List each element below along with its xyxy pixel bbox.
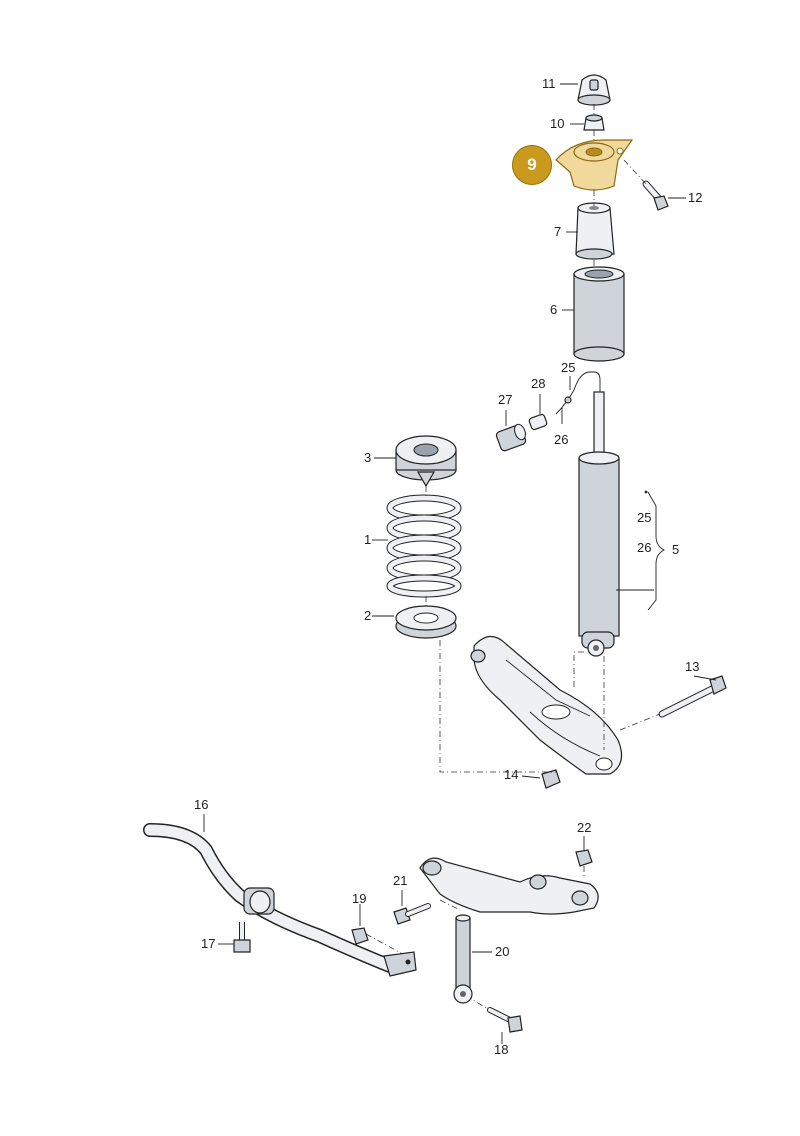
part-label-12: 12 [688, 190, 703, 205]
part-label-14: 14 [504, 767, 519, 782]
part-label-21: 21 [393, 873, 408, 888]
part-1-coil-spring [386, 494, 462, 598]
part-label-28: 28 [531, 376, 546, 391]
part-label-3: 3 [364, 450, 372, 465]
part-28-connector [528, 413, 548, 431]
part-label-5: 5 [672, 542, 680, 557]
part-13-long-bolt [658, 675, 727, 718]
part-19-nut [351, 927, 369, 945]
part-label-27: 27 [498, 392, 513, 407]
part-9-strut-mount [555, 139, 634, 191]
part-label-25-bracket: 25 [637, 510, 652, 525]
part-17-bolt [233, 922, 251, 953]
upper-control-arm [419, 857, 599, 915]
part-14-nut [541, 769, 561, 789]
part-21-bolt [393, 903, 431, 925]
stabilizer-bushing [243, 887, 275, 915]
highlighted-part-badge: 9 [512, 145, 552, 185]
part-label-11: 11 [542, 76, 556, 91]
part-label-16: 16 [194, 797, 209, 812]
part-25-26-sensor-wire [555, 371, 591, 415]
part-label-6: 6 [550, 302, 558, 317]
part-label-10: 10 [550, 116, 565, 131]
part-label-13: 13 [685, 659, 700, 674]
part-16-stabilizer-bar [143, 823, 417, 977]
part-2-lower-spring-seat [395, 605, 457, 639]
group-5-bracket [647, 491, 666, 611]
part-label-20: 20 [495, 944, 510, 959]
part-label-26-bracket: 26 [637, 540, 652, 555]
part-label-18: 18 [494, 1042, 509, 1057]
part-18-bolt [487, 1007, 523, 1033]
part-11-cap [577, 74, 611, 106]
leader-lines [203, 83, 717, 1044]
part-3-upper-spring-seat [395, 435, 457, 488]
assembly-lines [365, 104, 661, 1011]
lower-control-arm [470, 635, 623, 775]
part-label-19: 19 [352, 891, 367, 906]
part-22-nut [575, 849, 593, 867]
part-10-nut [583, 114, 605, 131]
part-label-2: 2 [364, 608, 372, 623]
part-5-shock-absorber [578, 371, 620, 657]
part-27-sleeve [495, 423, 527, 452]
part-7-bump-stop [575, 202, 615, 260]
part-12-bolt [642, 180, 669, 211]
part-label-1: 1 [364, 532, 372, 547]
part-label-26-top: 26 [554, 432, 569, 447]
part-label-7: 7 [554, 224, 562, 239]
part-label-22: 22 [577, 820, 592, 835]
part-label-17: 17 [201, 936, 216, 951]
part-6-dust-cover [573, 266, 625, 362]
part-label-25-top: 25 [561, 360, 576, 375]
part-20-coupling-rod [453, 914, 473, 1004]
